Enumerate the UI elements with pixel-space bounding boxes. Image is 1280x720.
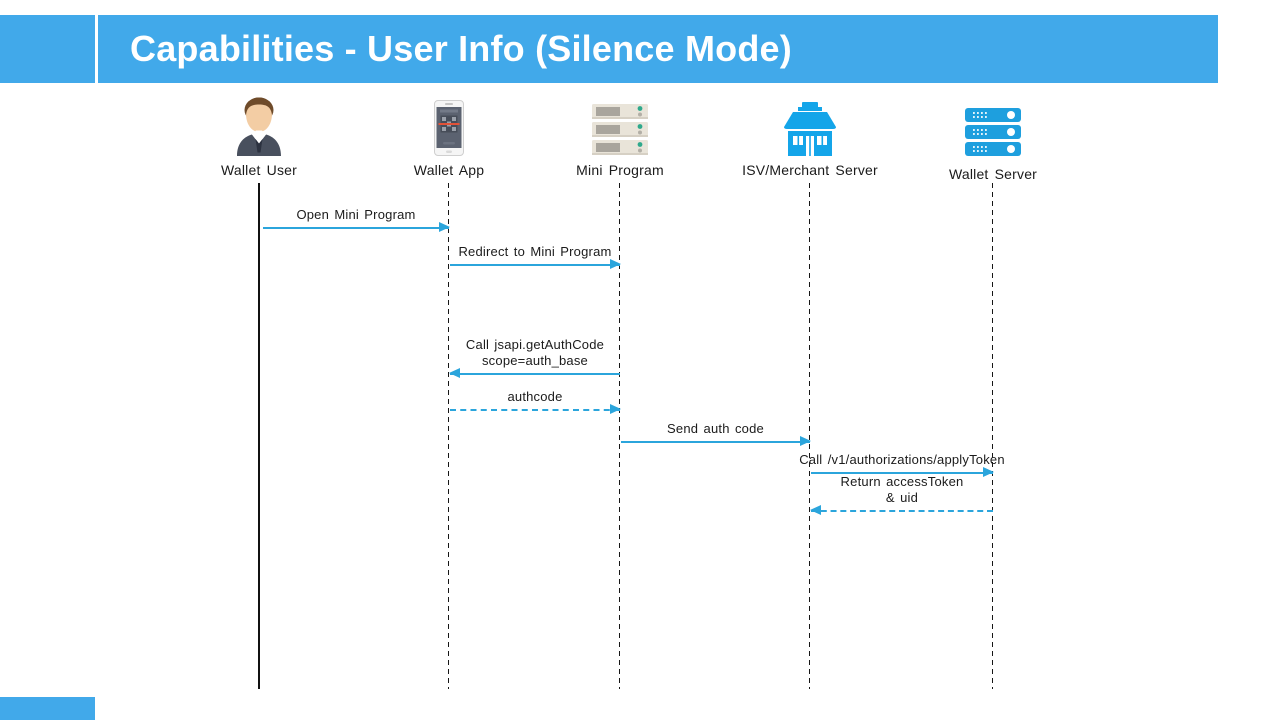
arrow-right-solid [263, 222, 450, 232]
actor-wallet-app: Wallet App [364, 92, 534, 178]
message-label: Redirect to Mini Program [458, 244, 612, 259]
message-label: authcode [507, 389, 563, 404]
bottom-left-accent-bar [0, 697, 95, 720]
actor-label: Mini Program [576, 162, 664, 178]
arrowhead-icon [800, 436, 811, 446]
message-call-apply-token: Call /v1/authorizations/applyToken [799, 452, 1005, 477]
message-open-mini-program: Open Mini Program [263, 207, 450, 232]
message-redirect-to-mini-program: Redirect to Mini Program [450, 244, 621, 269]
arrow-left-solid [449, 368, 620, 378]
arrow-right-solid [811, 467, 994, 477]
arrow-left-dashed [810, 505, 993, 515]
blue-server-stack-icon [965, 92, 1021, 160]
smartphone-qr-icon [434, 92, 464, 156]
message-label: Send auth code [667, 421, 764, 436]
actor-label: Wallet User [220, 162, 298, 178]
lifeline-wallet-app [448, 183, 450, 689]
actor-isv-merchant-server: ISV/Merchant Server [725, 92, 895, 178]
arrowhead-icon [610, 259, 621, 269]
arrowhead-icon [439, 222, 450, 232]
arrow-right-solid [450, 259, 621, 269]
actor-wallet-user: Wallet User [174, 92, 344, 178]
actor-label: ISV/Merchant Server [742, 162, 878, 178]
page-title: Capabilities - User Info (Silence Mode) [130, 28, 792, 69]
arrow-right-dashed [450, 404, 621, 414]
arrowhead-icon [983, 467, 994, 477]
actor-label: Wallet Server [948, 166, 1038, 182]
arrowhead-icon [810, 505, 821, 515]
lifeline-mini-program [619, 183, 621, 689]
message-label: Call /v1/authorizations/applyToken [799, 452, 1005, 467]
message-label: Return accessToken & uid [840, 474, 964, 505]
arrowhead-icon [610, 404, 621, 414]
actor-mini-program: Mini Program [535, 92, 705, 178]
title-banner: Capabilities - User Info (Silence Mode) [98, 15, 1218, 83]
message-label: Call jsapi.getAuthCode scope=auth_base [465, 337, 605, 368]
message-call-getauthcode: Call jsapi.getAuthCode scope=auth_base [449, 337, 620, 378]
actor-wallet-server: Wallet Server [908, 92, 1078, 182]
message-label: Open Mini Program [296, 207, 416, 222]
message-send-auth-code: Send auth code [621, 421, 811, 446]
server-stack-icon [591, 92, 649, 156]
actor-label: Wallet App [413, 162, 485, 178]
message-return-access-token: Return accessToken & uid [810, 474, 993, 515]
person-icon [231, 92, 287, 156]
top-left-accent-bar [0, 15, 95, 83]
lifeline-wallet-server [992, 183, 994, 689]
arrow-right-solid [621, 436, 811, 446]
store-icon [779, 92, 841, 156]
message-authcode: authcode [450, 389, 621, 414]
arrowhead-icon [449, 368, 460, 378]
lifeline-wallet-user [258, 183, 260, 689]
